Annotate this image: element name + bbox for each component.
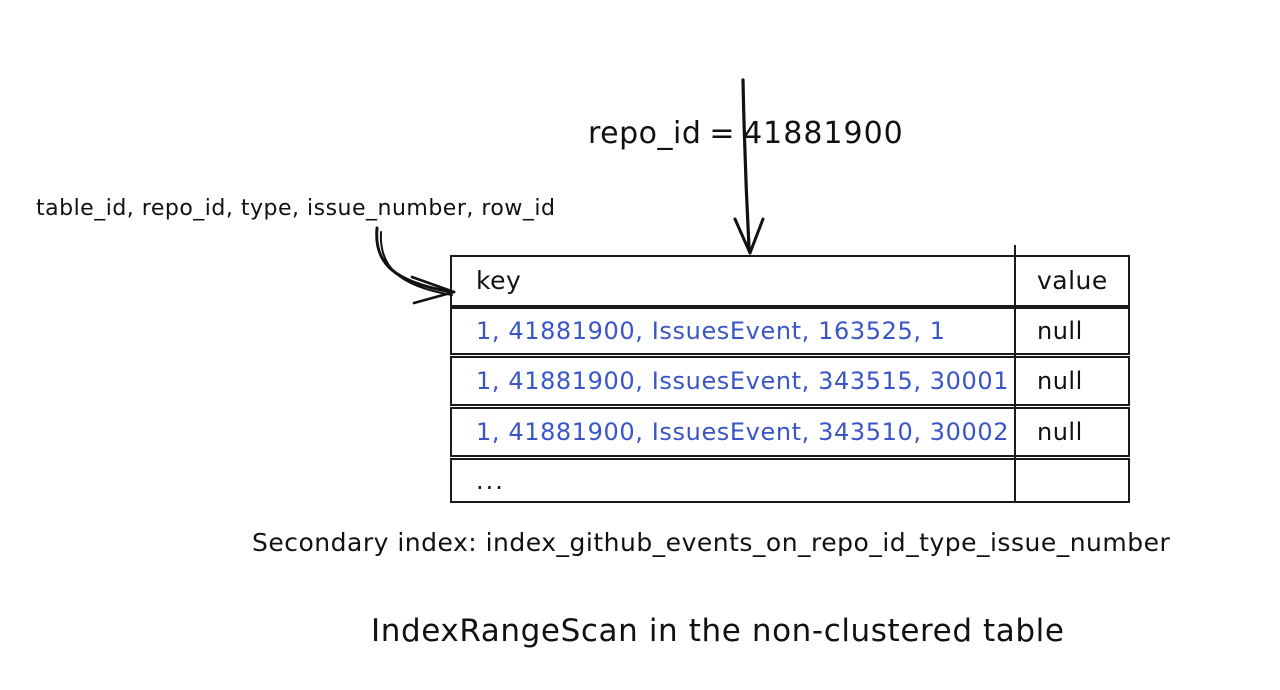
cell-key: 1, 41881900, IssuesEvent, 163525, 1 xyxy=(476,317,946,345)
table-column-divider xyxy=(1014,245,1017,503)
table-header-row: key value xyxy=(450,255,1130,307)
cell-key: 1, 41881900, IssuesEvent, 343515, 30001 xyxy=(476,367,1010,395)
down-arrow-icon xyxy=(733,78,765,255)
predicate-value: 41881900 xyxy=(743,116,904,151)
index-columns-label: table_id, repo_id, type, issue_number, r… xyxy=(36,196,556,221)
scan-caption: IndexRangeScan in the non-clustered tabl… xyxy=(371,613,1065,649)
header-cell-value: value xyxy=(1037,266,1108,295)
cell-value: null xyxy=(1037,317,1083,345)
table-row: 1, 41881900, IssuesEvent, 343515, 30001 … xyxy=(450,356,1130,406)
predicate-operator: = xyxy=(709,116,736,151)
curved-arrow-icon xyxy=(375,226,456,305)
predicate-label: repo_id=41881900 xyxy=(588,117,904,151)
table-row: 1, 41881900, IssuesEvent, 343510, 30002 … xyxy=(450,407,1130,457)
secondary-index-caption: Secondary index: index_github_events_on_… xyxy=(252,528,1171,557)
cell-key-ellipsis: ... xyxy=(476,466,505,495)
cell-value: null xyxy=(1037,367,1083,395)
cell-value: null xyxy=(1037,418,1083,446)
header-cell-key: key xyxy=(476,266,522,295)
predicate-column: repo_id xyxy=(588,116,702,151)
table-row: 1, 41881900, IssuesEvent, 163525, 1 null xyxy=(450,307,1130,355)
kv-table: key value 1, 41881900, IssuesEvent, 1635… xyxy=(450,245,1130,503)
cell-key: 1, 41881900, IssuesEvent, 343510, 30002 xyxy=(476,418,1010,446)
table-row-ellipsis: ... xyxy=(450,458,1130,503)
